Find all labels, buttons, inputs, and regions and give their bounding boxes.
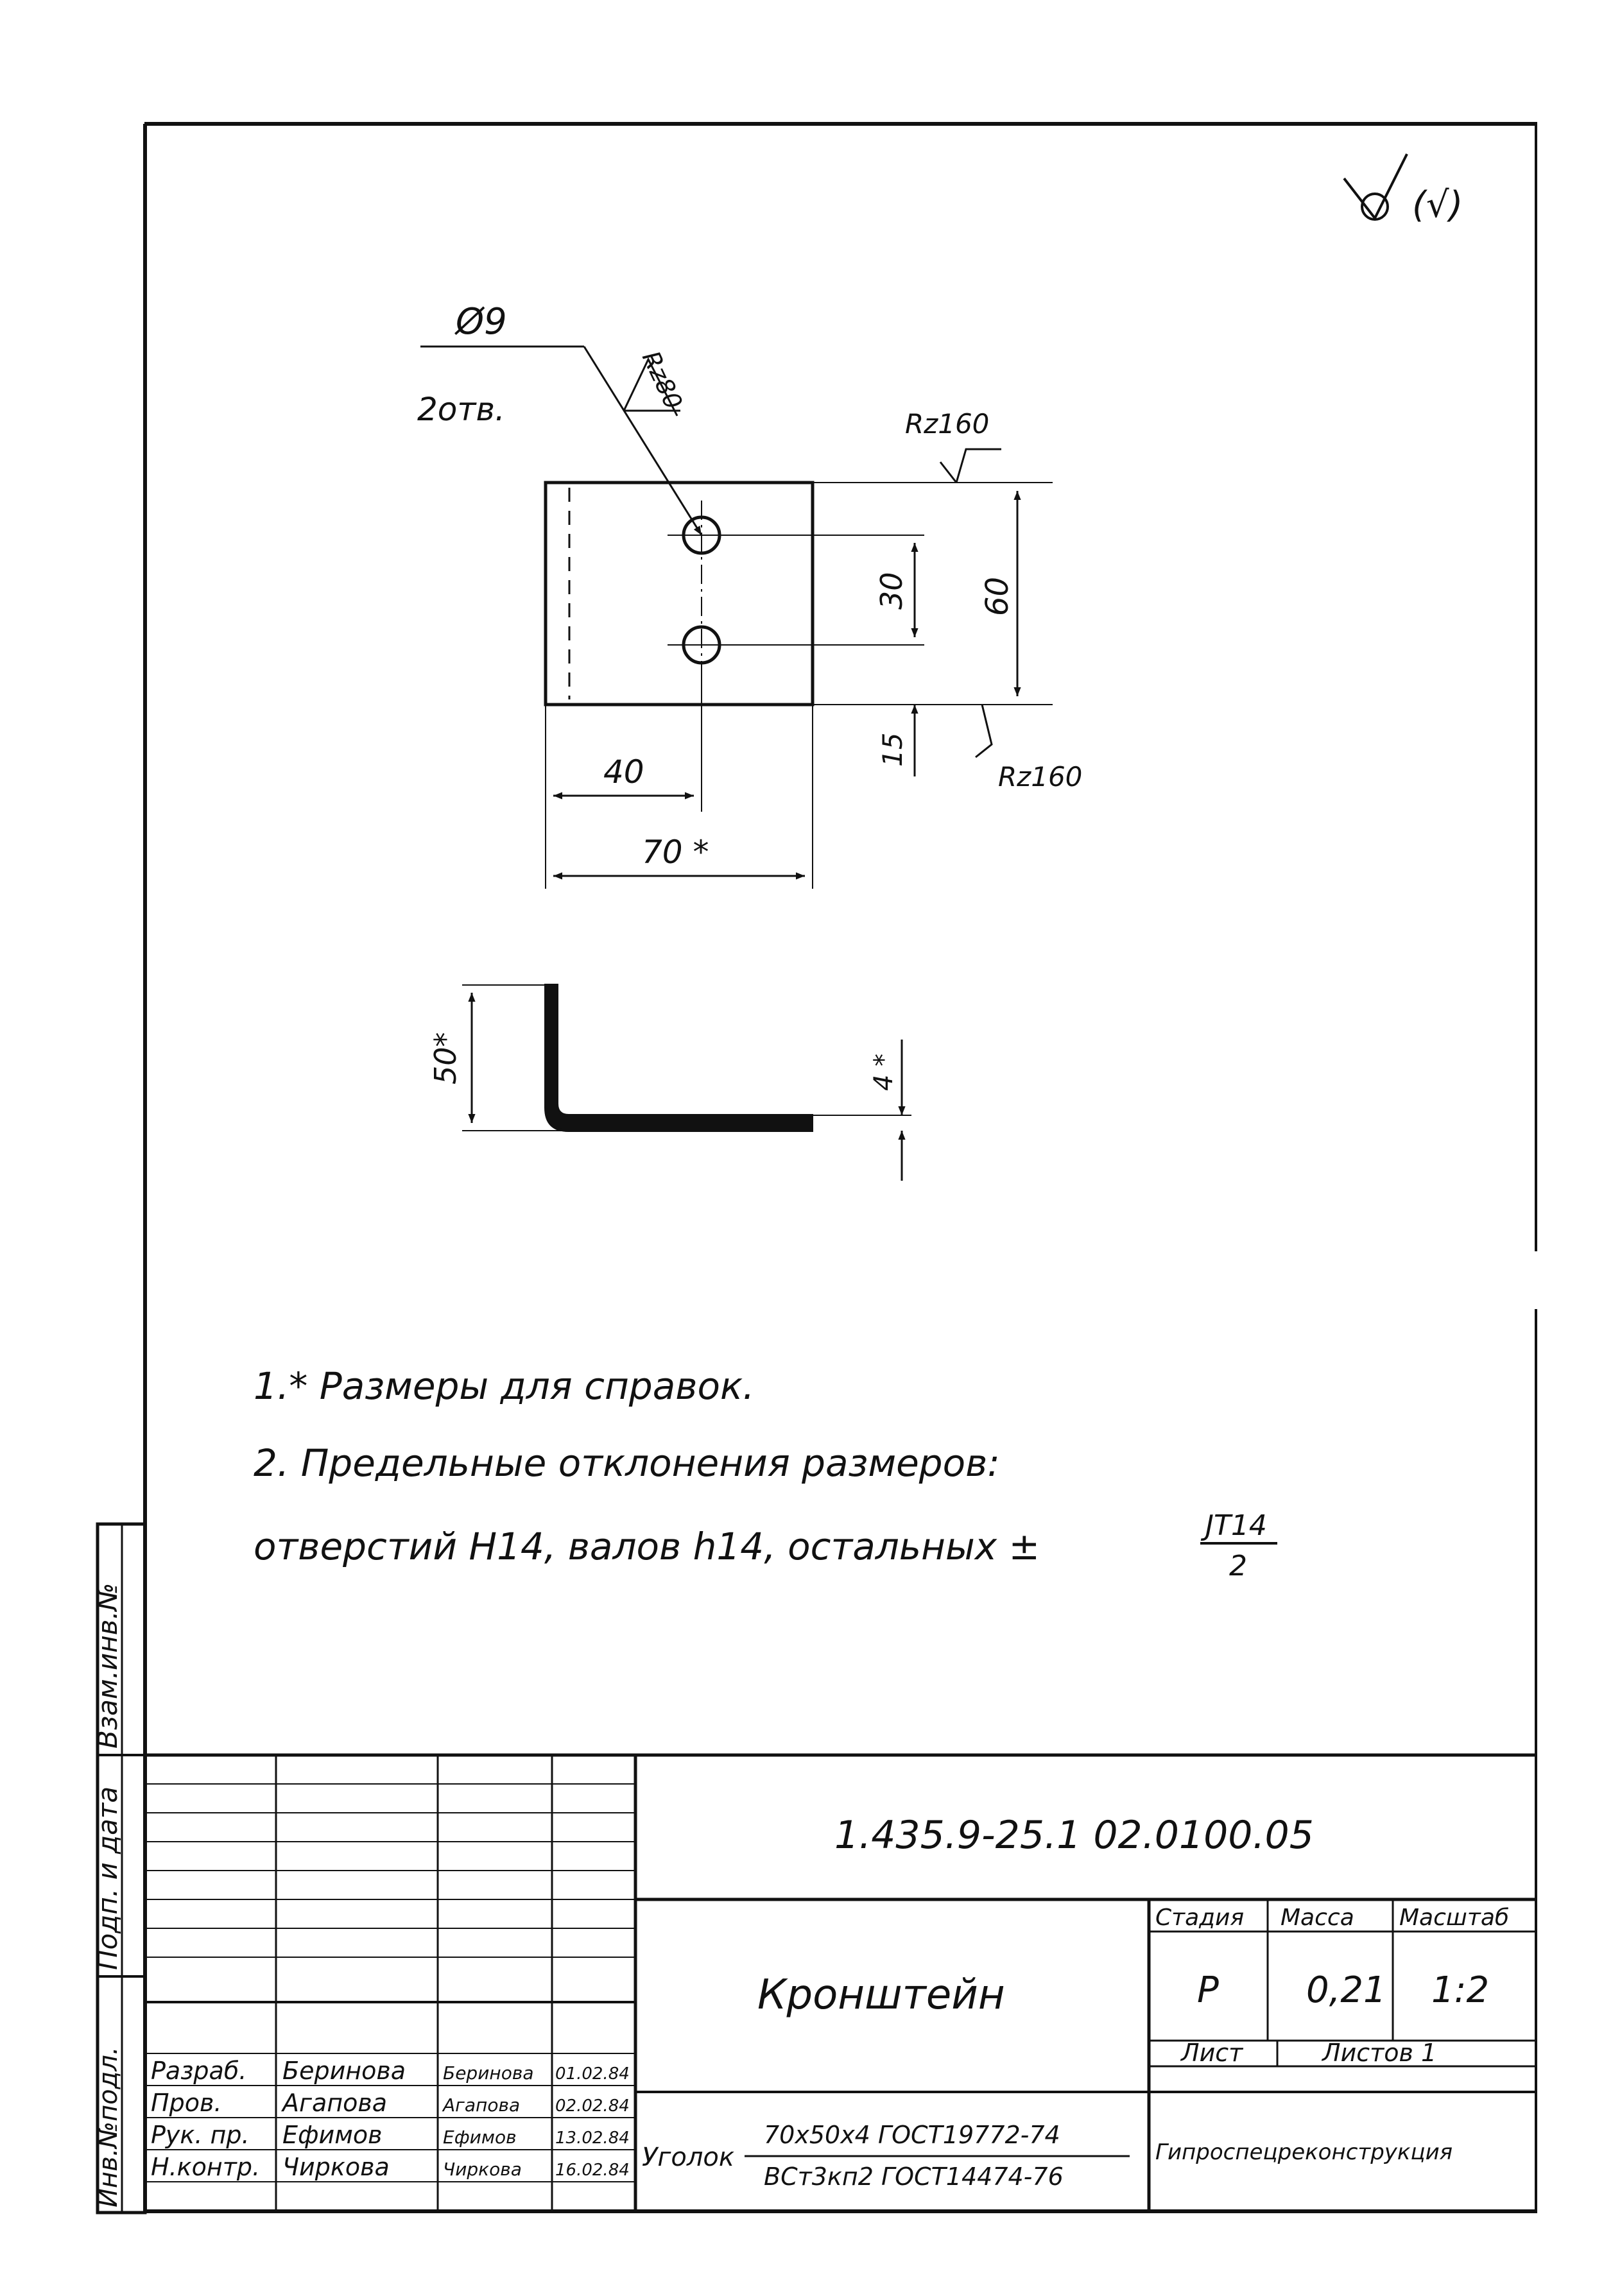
roughness-hole: Rz80 (637, 347, 688, 413)
date: 13.02.84 (555, 2129, 630, 2148)
roughness-top: Rz160 (905, 408, 989, 440)
roughness-bottom: Rz160 (998, 761, 1082, 792)
date: 01.02.84 (555, 2064, 630, 2084)
name: Ефимов (282, 2121, 383, 2149)
dim-width: 70 * (642, 834, 709, 871)
hole-diameter-label: Ø9 (454, 301, 507, 343)
stage-header: Стадия (1155, 1905, 1244, 1931)
note-1: 1.* Размеры для справок. (254, 1364, 754, 1408)
sheets-label: Листов 1 (1321, 2039, 1436, 2067)
stage-value: Р (1197, 1969, 1219, 2011)
document-code: 1.435.9-25.1 02.0100.05 (834, 1813, 1314, 1858)
note-2: 2. Предельные отклонения размеров: (254, 1441, 1000, 1485)
organization: Гипроспецреконструкция (1155, 2139, 1453, 2165)
stamp-sign-date: Подп. и дата (92, 1786, 123, 1970)
date: 16.02.84 (555, 2161, 630, 2180)
dim-thickness: 4 * (869, 1054, 899, 1091)
role: Н.контр. (151, 2153, 260, 2181)
dim-hole-spacing: 30 (874, 572, 909, 610)
sheet-label: Лист (1180, 2039, 1244, 2067)
note-3: отверстий Н14, валов h14, остальных ± (254, 1525, 1040, 1568)
side-stamp: Взам.инв.№ Подп. и дата Инв.№подл. (92, 1522, 147, 2215)
stamp-inv-orig: Инв.№подл. (94, 2046, 123, 2207)
stamp-replace-inv: Взам.инв.№ (92, 1583, 123, 1749)
note-3-numerator: JT14 (1200, 1509, 1267, 1542)
material-top: 70х50х4 ГОСТ19772-74 (764, 2121, 1060, 2149)
front-view: Ø9 2отв. Rz80 Rz160 Rz160 60 30 15 40 (417, 301, 1082, 889)
dim-height: 60 (979, 577, 1015, 616)
mass-header: Масса (1281, 1905, 1354, 1931)
technical-notes: 1.* Размеры для справок. 2. Предельные о… (254, 1364, 1277, 1582)
name: Агапова (280, 2089, 387, 2117)
name: Беринова (282, 2057, 406, 2085)
scale-value: 1:2 (1431, 1969, 1489, 2011)
hole-count-label: 2отв. (417, 391, 505, 428)
dim-flange-height: 50* (428, 1032, 463, 1084)
signature: Агапова (442, 2095, 520, 2116)
role: Рук. пр. (151, 2121, 250, 2149)
signature: Беринова (443, 2062, 534, 2084)
role: Пров. (151, 2089, 221, 2117)
dim-bottom-offset: 15 (877, 733, 908, 767)
material-prefix: Уголок (642, 2143, 734, 2172)
surface-finish-symbol: (√) (1343, 153, 1463, 226)
title-block: 1.435.9-25.1 02.0100.05 Кронштейн Стадия… (145, 1753, 1536, 2211)
part-name: Кронштейн (757, 1971, 1005, 2019)
mass-value: 0,21 (1306, 1969, 1386, 2011)
material-bottom: ВСт3кп2 ГОСТ14474-76 (764, 2163, 1064, 2191)
signatures-table: Разраб. Беринова Беринова 01.02.84 Пров.… (151, 2057, 630, 2181)
surface-finish-general: (√) (1412, 184, 1463, 226)
dim-hole-from-edge: 40 (603, 753, 644, 791)
name: Чиркова (282, 2153, 390, 2181)
note-3-denominator: 2 (1229, 1550, 1247, 1582)
signature: Чиркова (443, 2159, 522, 2180)
signature: Ефимов (443, 2127, 517, 2148)
scale-header: Масштаб (1399, 1905, 1509, 1931)
side-view: 50* 4 * (428, 984, 911, 1181)
role: Разраб. (151, 2057, 246, 2085)
date: 02.02.84 (555, 2096, 630, 2116)
